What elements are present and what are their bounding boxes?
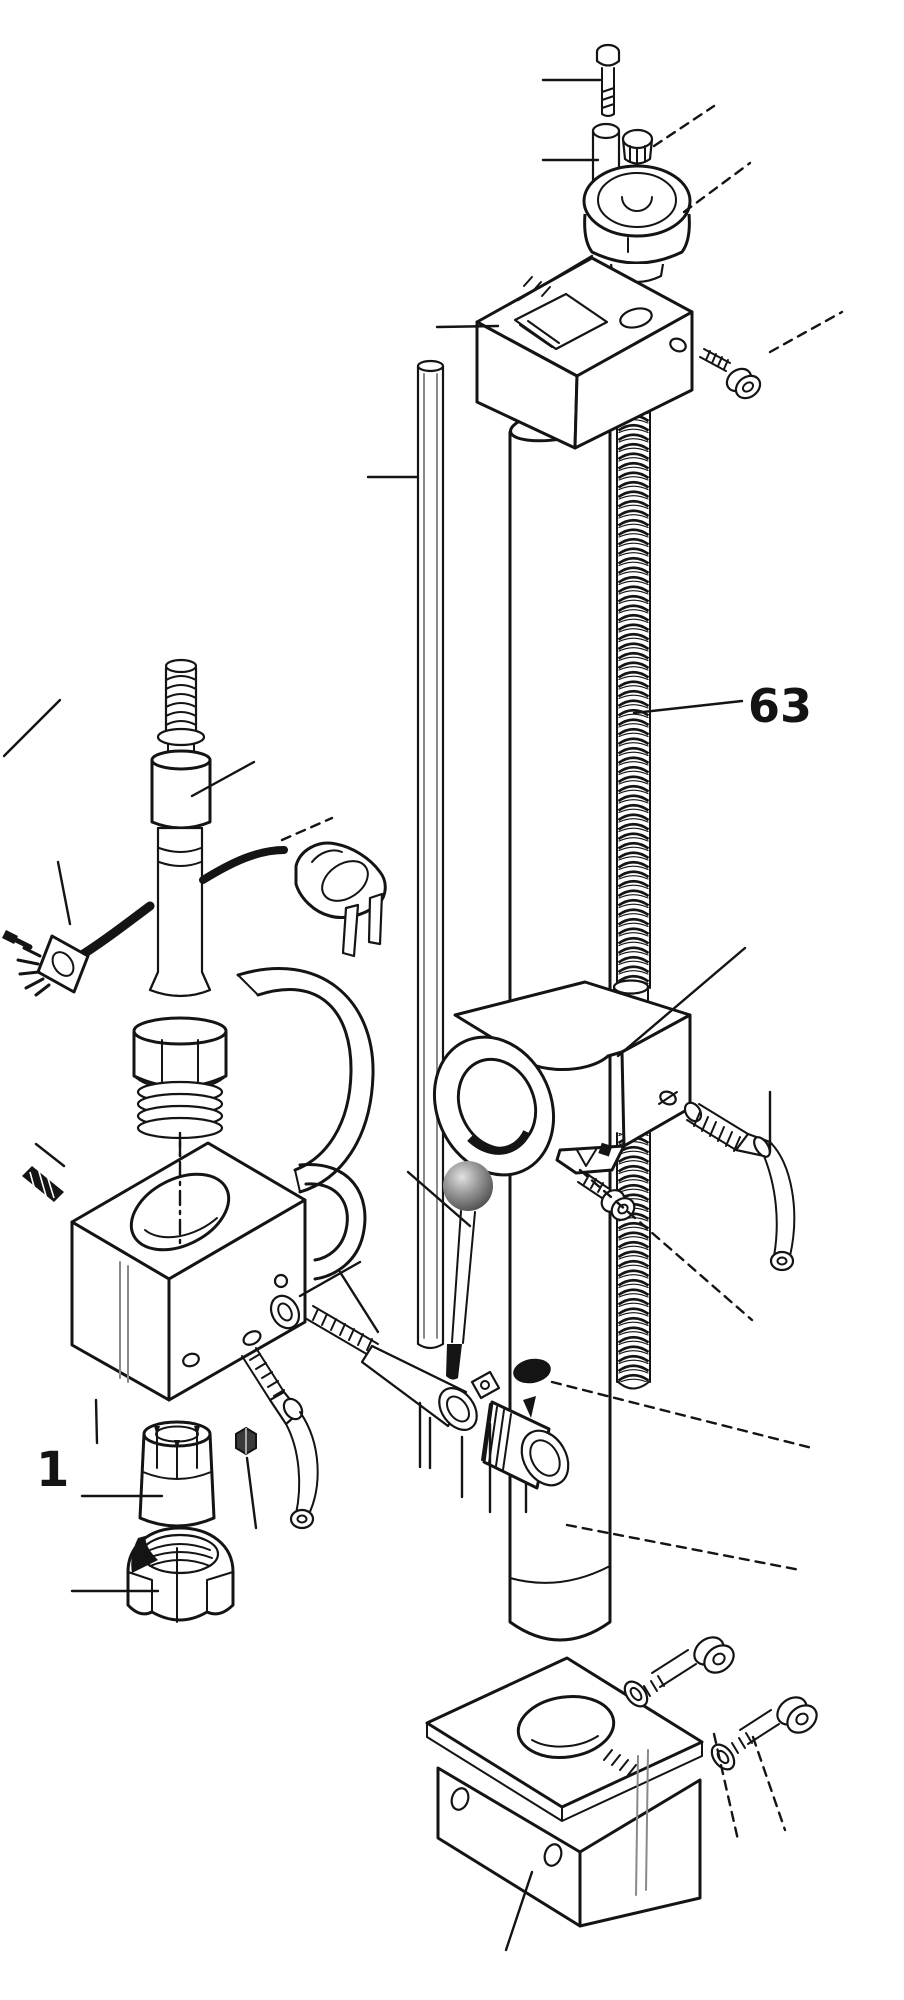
leader-lock-nut bbox=[245, 1456, 258, 1530]
collet-sleeve bbox=[138, 1420, 216, 1528]
leader-carriage bbox=[616, 946, 747, 1058]
leader-ball-rod bbox=[406, 1170, 472, 1228]
holder-block bbox=[70, 1131, 307, 1402]
knurled-nut bbox=[621, 128, 654, 166]
leader-connector bbox=[56, 860, 72, 926]
block-set-screw bbox=[699, 348, 762, 400]
leader-block-screw bbox=[768, 310, 844, 354]
leader-column bbox=[565, 1523, 802, 1572]
leader-swivel-cap bbox=[682, 161, 752, 214]
leader-bushing bbox=[190, 760, 256, 798]
bottle-clamp-spring bbox=[236, 967, 375, 1281]
top-clamp-block bbox=[475, 256, 694, 450]
leader-top-block bbox=[435, 324, 500, 329]
leader-63 bbox=[632, 699, 744, 715]
leader-jaw-screw bbox=[578, 1168, 754, 1322]
feed-sleeve bbox=[481, 1400, 570, 1490]
leader-column-port bbox=[550, 1380, 814, 1450]
cap-screw bbox=[595, 43, 621, 117]
socket-bolt-lower bbox=[710, 1696, 818, 1771]
callout-leaders: 63 1 bbox=[2, 78, 844, 1952]
stud-with-sleeve bbox=[304, 1305, 478, 1431]
o-ring-set bbox=[242, 1273, 301, 1346]
leader-bolt-lower bbox=[751, 1735, 787, 1832]
mains-plug bbox=[199, 841, 387, 958]
clamp-lever-left bbox=[241, 1347, 319, 1530]
electrode-stud bbox=[156, 658, 206, 759]
leader-holder-block bbox=[94, 1398, 99, 1445]
ball-handle-rod bbox=[443, 1161, 493, 1380]
lock-nut-small bbox=[235, 1426, 257, 1456]
electrode-shaft bbox=[148, 826, 212, 998]
leader-o-rings bbox=[298, 1260, 362, 1298]
clamp-lever-right bbox=[683, 1101, 796, 1272]
ring-collar bbox=[432, 1035, 556, 1177]
leader-grub-screw bbox=[34, 1142, 66, 1168]
grub-screw bbox=[22, 1166, 64, 1202]
callout-1: 1 bbox=[36, 1442, 69, 1498]
leader-cap-skirt bbox=[516, 254, 594, 302]
callout-63: 63 bbox=[748, 679, 812, 733]
base-clamp-block bbox=[425, 1656, 704, 1928]
column-port bbox=[470, 1358, 551, 1418]
collet-nut bbox=[126, 1526, 235, 1623]
leader-plug bbox=[280, 816, 334, 842]
leader-bolt-upper bbox=[712, 1732, 740, 1842]
cable-connector bbox=[2, 901, 155, 997]
leader-electrode-stud bbox=[2, 698, 62, 758]
electrode-bushing bbox=[150, 749, 212, 830]
lead-screw-63 bbox=[616, 394, 651, 1390]
leader-base-block bbox=[504, 1870, 534, 1952]
socket-bolt-upper bbox=[623, 1636, 735, 1708]
leader-knurled-nut bbox=[652, 104, 716, 148]
swivel-cap bbox=[582, 164, 692, 284]
leader-clamp-spring bbox=[338, 1270, 380, 1334]
